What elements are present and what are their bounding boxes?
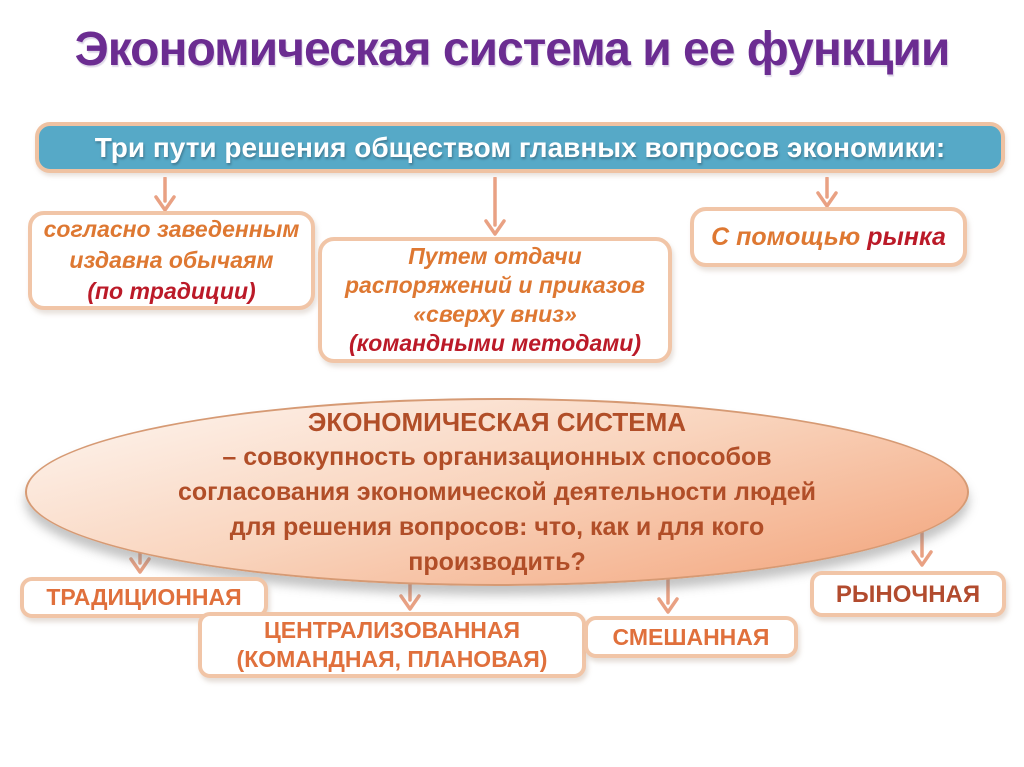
page-title: Экономическая система и ее функции — [74, 23, 951, 76]
ellipse-line: согласования экономической деятельности … — [177, 478, 817, 506]
system-label: ТРАДИЦИОННАЯ — [46, 584, 242, 610]
path-box-tradition: согласно заведенным издавна обычаям (по … — [28, 211, 315, 310]
system-label: РЫНОЧНАЯ — [835, 580, 981, 608]
path-box-command: Путем отдачи распоряжений и приказов «св… — [318, 237, 672, 363]
arrow-down-icon — [816, 177, 838, 208]
system-box-mixed: СМЕШАННАЯ — [584, 616, 798, 658]
definition-ellipse: ЭКОНОМИЧЕСКАЯ СИСТЕМА – совокупность орг… — [25, 398, 969, 586]
path-text: распоряжений и приказов — [344, 272, 646, 298]
path-text: С помощью рынка — [711, 222, 946, 253]
system-box-market: РЫНОЧНАЯ — [810, 571, 1006, 617]
arrow-down-icon — [484, 177, 506, 236]
path-text-accent: рынка — [867, 222, 946, 251]
ellipse-line: производить? — [408, 548, 586, 576]
header-banner-label: Три пути решения обществом главных вопро… — [94, 131, 946, 163]
path-text-main: С помощью — [711, 222, 861, 251]
system-label: (КОМАНДНАЯ, ПЛАНОВАЯ) — [236, 646, 548, 672]
arrow-down-icon — [657, 575, 679, 614]
path-text-accent: (по традиции) — [87, 278, 256, 304]
header-banner: Три пути решения обществом главных вопро… — [35, 122, 1005, 173]
path-text-accent: (командными методами) — [348, 330, 641, 356]
system-box-traditional: ТРАДИЦИОННАЯ — [20, 577, 268, 618]
arrow-down-icon — [154, 177, 176, 212]
path-text: согласно заведенным — [43, 216, 300, 242]
ellipse-heading: ЭКОНОМИЧЕСКАЯ СИСТЕМА — [307, 407, 687, 437]
path-box-market: С помощью рынка — [690, 207, 967, 267]
system-label: ЦЕНТРАЛИЗОВАННАЯ — [263, 617, 521, 643]
path-text: «сверху вниз» — [413, 301, 577, 327]
system-label: СМЕШАННАЯ — [612, 623, 770, 650]
path-text: издавна обычаям — [69, 247, 274, 273]
path-text: Путем отдачи — [408, 243, 582, 269]
ellipse-line: для решения вопросов: что, как и для ког… — [229, 513, 765, 541]
system-box-centralized: ЦЕНТРАЛИЗОВАННАЯ (КОМАНДНАЯ, ПЛАНОВАЯ) — [198, 612, 586, 678]
ellipse-line: – совокупность организационных способов — [222, 443, 772, 471]
